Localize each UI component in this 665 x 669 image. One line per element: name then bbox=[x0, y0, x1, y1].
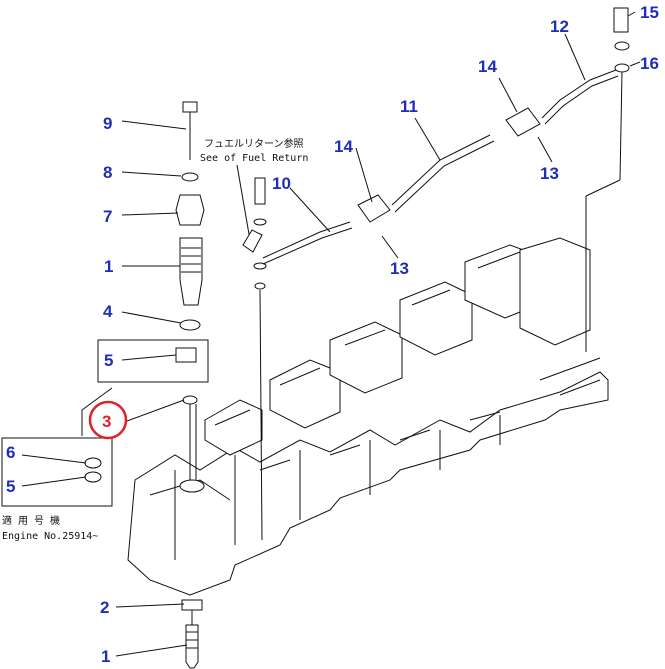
callout-7[interactable]: 7 bbox=[103, 207, 112, 226]
callout-5-lower[interactable]: 5 bbox=[6, 477, 15, 496]
callout-11[interactable]: 11 bbox=[400, 97, 418, 116]
callout-13-right[interactable]: 13 bbox=[540, 164, 559, 183]
fuel-return-lines bbox=[236, 7, 630, 541]
callout-3[interactable]: 3 bbox=[102, 412, 111, 431]
o-ring-6 bbox=[84, 457, 102, 469]
callout-10[interactable]: 10 bbox=[272, 174, 291, 193]
applicable-note-jp: 適 用 号 機 bbox=[2, 514, 60, 527]
callout-1-bottom[interactable]: 1 bbox=[101, 647, 110, 666]
callout-5-upper[interactable]: 5 bbox=[104, 351, 113, 370]
callout-9[interactable]: 9 bbox=[103, 114, 112, 133]
callout-12[interactable]: 12 bbox=[550, 17, 569, 36]
callout-8[interactable]: 8 bbox=[103, 163, 112, 182]
fuel-return-note-en: See of Fuel Return bbox=[200, 153, 308, 164]
kit-box-lower bbox=[1, 437, 113, 507]
callout-4[interactable]: 4 bbox=[103, 302, 113, 321]
engine-number-note: Engine No.25914~ bbox=[2, 531, 98, 542]
callout-14-right[interactable]: 14 bbox=[478, 57, 497, 76]
callout-1-top[interactable]: 1 bbox=[104, 257, 113, 276]
highlight-circle bbox=[88, 400, 128, 440]
callout-14-left[interactable]: 14 bbox=[334, 137, 353, 156]
callout-6[interactable]: 6 bbox=[6, 443, 15, 462]
injector-stack bbox=[175, 101, 205, 669]
cylinder-head-block bbox=[127, 237, 609, 596]
callout-2[interactable]: 2 bbox=[100, 598, 109, 617]
callout-16[interactable]: 16 bbox=[640, 54, 659, 73]
callout-15[interactable]: 15 bbox=[640, 3, 659, 22]
fuel-return-note-jp: フュエルリターン参照 bbox=[204, 137, 304, 150]
leader-lines bbox=[21, 11, 641, 657]
kit-box-upper bbox=[97, 339, 209, 383]
callout-13-left[interactable]: 13 bbox=[390, 259, 409, 278]
o-ring-5 bbox=[84, 471, 102, 483]
